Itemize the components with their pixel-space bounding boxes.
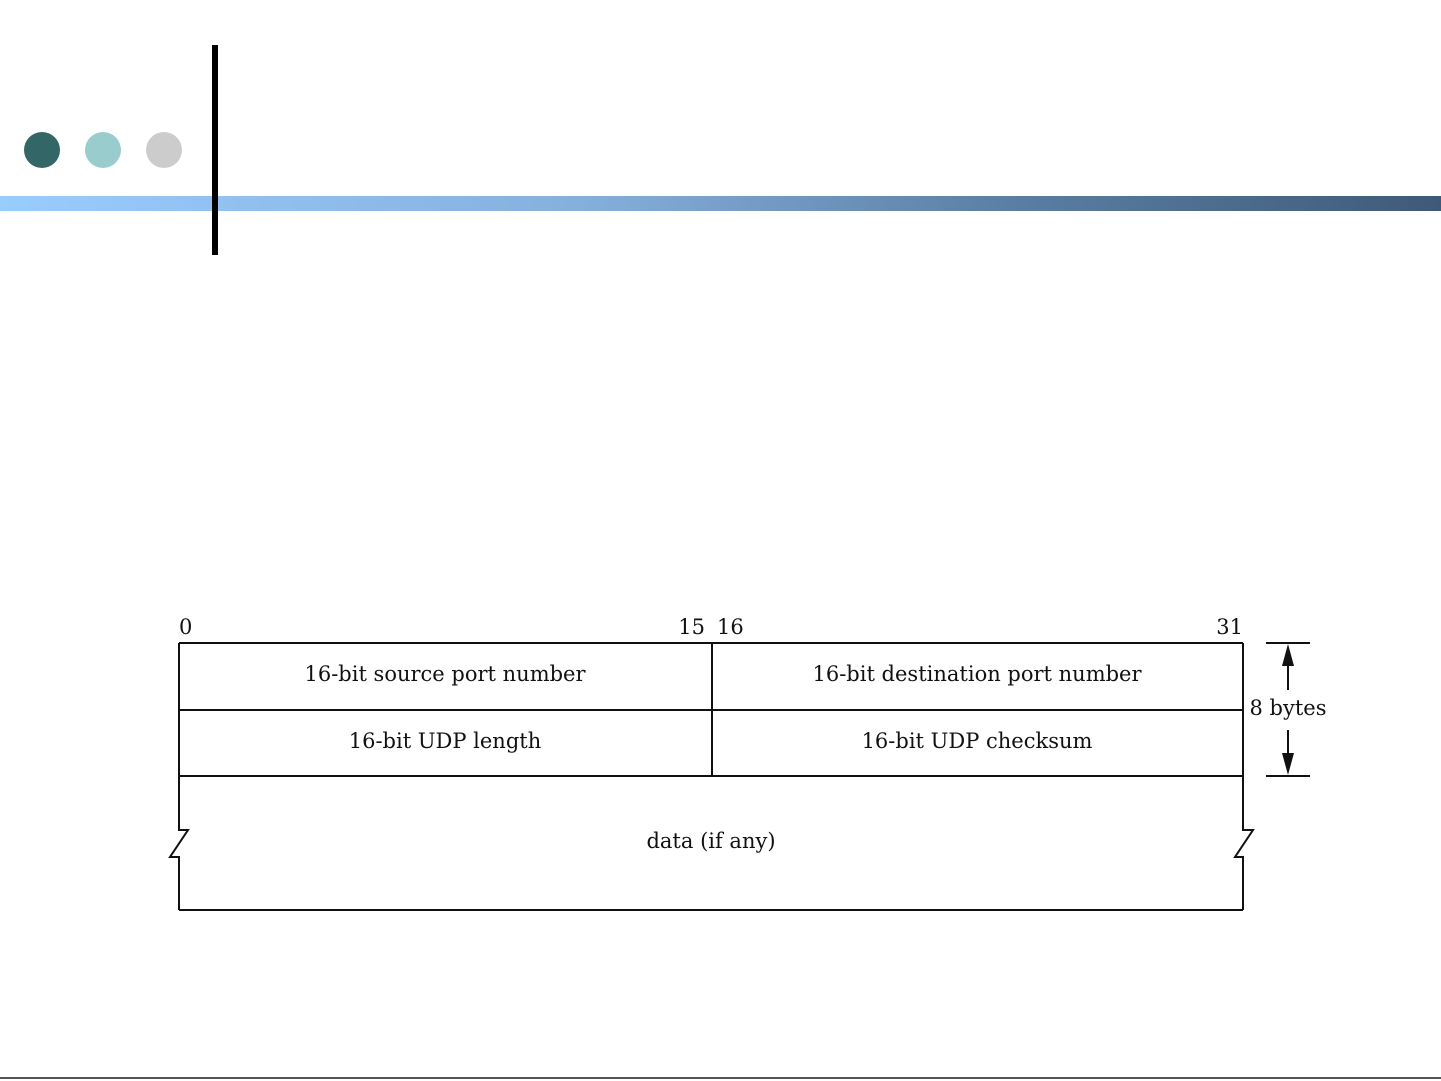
right-border-break	[1233, 643, 1255, 910]
field-data: data (if any)	[646, 829, 775, 853]
header-vertical-bar	[212, 45, 218, 255]
bit-label-0: 0	[179, 615, 192, 639]
arrow-down-icon	[1282, 753, 1294, 775]
bit-label-15: 15	[678, 615, 705, 639]
bit-label-31: 31	[1216, 615, 1243, 639]
arrow-up-icon	[1282, 644, 1294, 666]
left-border-break	[168, 643, 190, 910]
size-label: 8 bytes	[1250, 696, 1327, 720]
field-udp-length: 16-bit UDP length	[349, 729, 542, 753]
decor-dot-gray	[146, 132, 182, 168]
header-band	[0, 196, 1441, 211]
field-udp-checksum: 16-bit UDP checksum	[862, 729, 1093, 753]
bit-label-16: 16	[717, 615, 744, 639]
footer-line	[0, 1077, 1441, 1079]
field-destination-port: 16-bit destination port number	[812, 662, 1142, 686]
decor-dot-teal	[85, 132, 121, 168]
decor-dot-dark	[24, 132, 60, 168]
field-source-port: 16-bit source port number	[304, 662, 586, 686]
